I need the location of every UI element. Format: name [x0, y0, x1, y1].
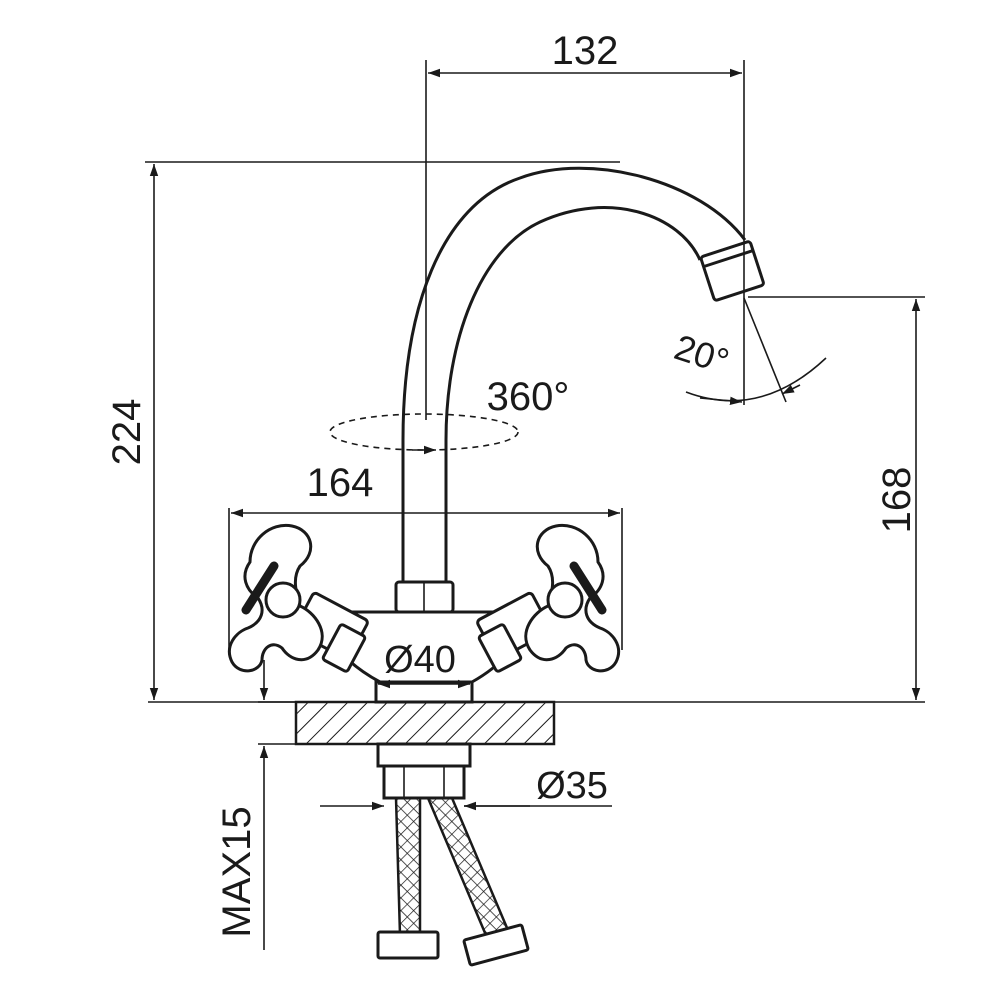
left-cross-handle — [227, 523, 324, 673]
spout-reach-label: 132 — [552, 29, 619, 73]
right-supply-hose — [426, 796, 512, 942]
spout — [401, 166, 747, 582]
shank-diameter-label: Ø35 — [536, 765, 608, 807]
shank — [376, 742, 472, 768]
dimension-224: 224 — [105, 161, 620, 700]
dimension-diameter-35: Ø35 — [320, 765, 612, 811]
dimension-max15: MAX15 — [215, 660, 298, 950]
max-thickness-label: MAX15 — [215, 806, 259, 937]
tilt-angle-indicator: 20° — [670, 297, 827, 406]
dimension-164: 164 — [228, 461, 623, 650]
countertop-section — [294, 700, 556, 746]
base-diameter-label: Ø40 — [384, 639, 456, 681]
tilt-angle-label: 20° — [670, 326, 734, 382]
base-width-label: 164 — [307, 461, 374, 505]
dimension-132: 132 — [425, 29, 745, 420]
total-height-label: 224 — [105, 399, 149, 466]
left-hose-nut — [376, 930, 440, 960]
right-hose-nut — [462, 923, 530, 967]
right-valve — [476, 591, 552, 673]
swivel-indicator: 360° — [329, 375, 570, 455]
left-supply-hose — [394, 796, 422, 937]
aerator — [699, 240, 765, 302]
outlet-height-label: 168 — [875, 467, 919, 534]
right-cross-handle — [524, 523, 621, 673]
dimension-168: 168 — [748, 296, 925, 700]
faucet-outline — [148, 166, 925, 967]
fixing-nut — [382, 764, 466, 800]
dimension-diameter-40: Ø40 — [378, 639, 470, 689]
swivel-angle-label: 360° — [487, 375, 570, 419]
